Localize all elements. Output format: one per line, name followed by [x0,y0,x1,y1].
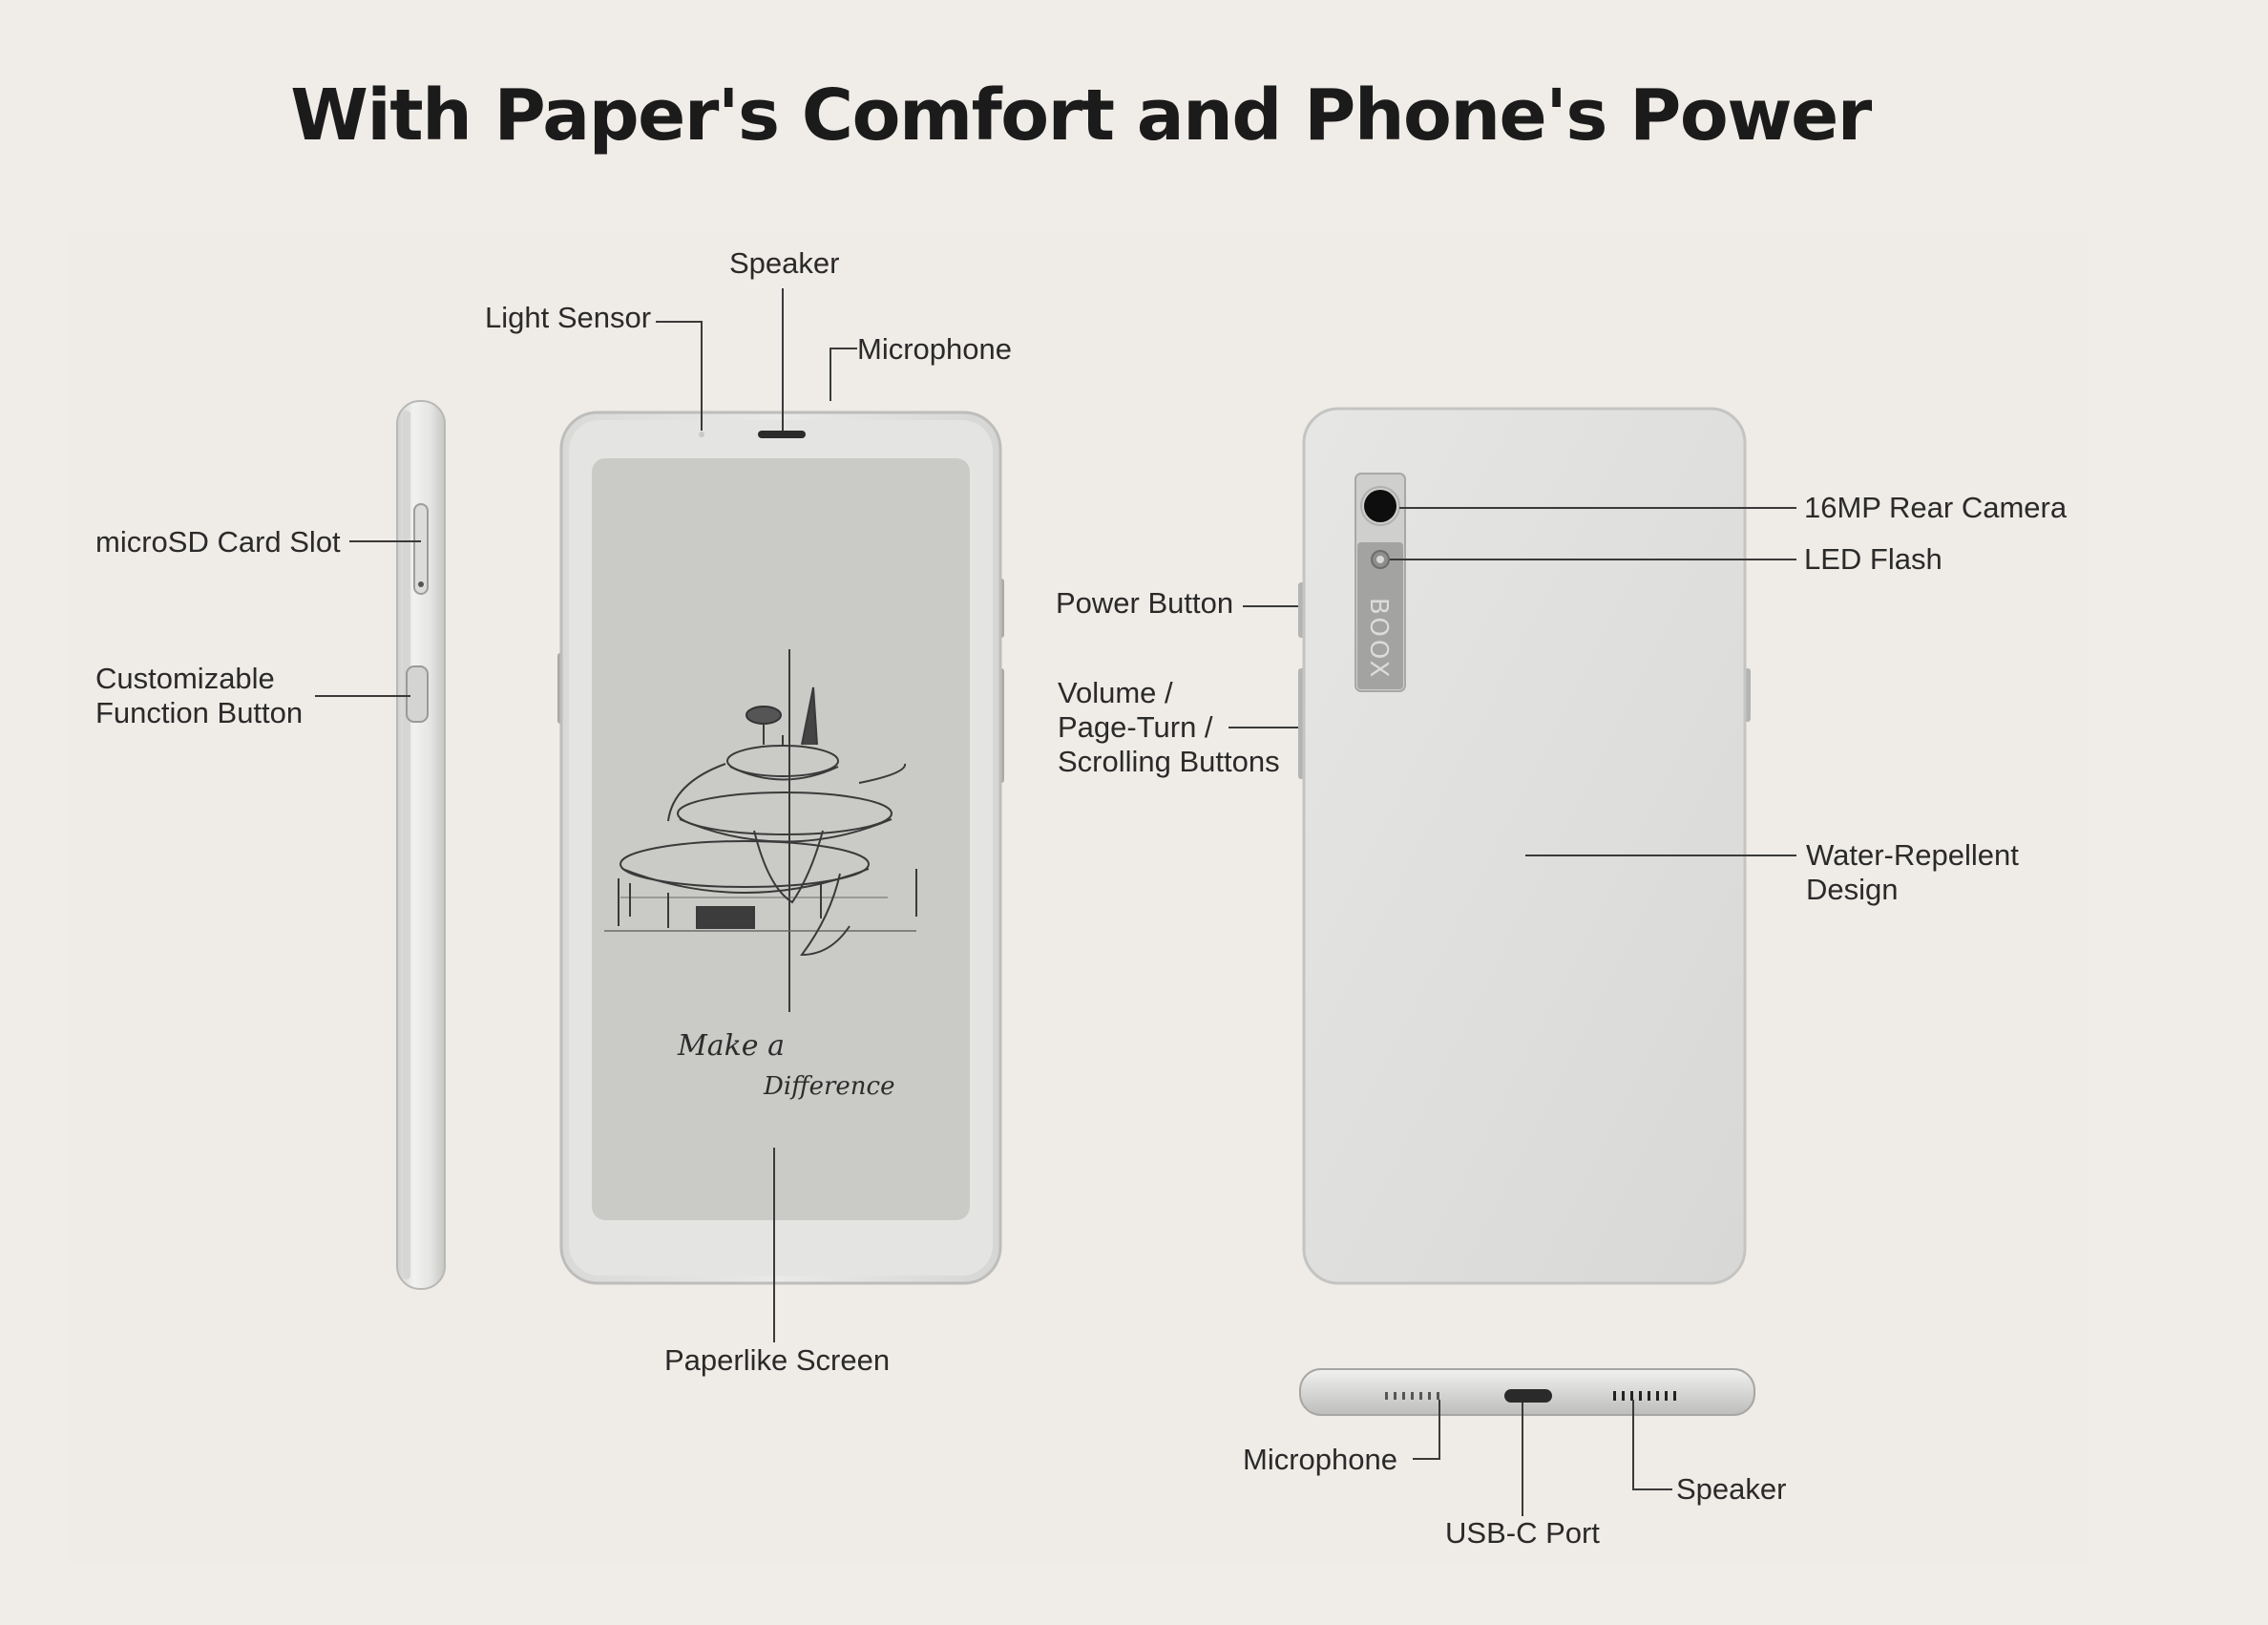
back-view-device [1298,407,1751,1285]
camera-module [1354,473,1406,692]
architecture-sketch [604,649,917,1012]
light-sensor-dot [699,432,704,437]
label-usb-c-port: USB-C Port [1445,1516,1600,1550]
side-view-device [396,400,446,1290]
microsd-card-slot [413,503,429,595]
label-speaker-bottom: Speaker [1676,1472,1787,1506]
label-customizable-line2: Function Button [95,696,304,729]
label-speaker-top: Speaker [729,246,840,280]
screen-script-line1: Make a [677,1029,785,1063]
label-microsd-card-slot: microSD Card Slot [95,525,341,559]
label-rear-camera: 16MP Rear Camera [1804,491,2068,524]
leader-lines [315,288,1796,1516]
label-microphone-bottom: Microphone [1243,1443,1397,1476]
label-volume-line1: Volume / [1058,676,1173,709]
label-power-button: Power Button [1056,586,1234,620]
label-led-flash: LED Flash [1804,542,1942,576]
label-light-sensor: Light Sensor [485,301,652,334]
earpiece-speaker [758,431,806,438]
page-title: With Paper's Comfort and Phone's Power [290,74,1872,157]
screen-script-line2: Difference [763,1072,894,1101]
label-microphone-top: Microphone [857,332,1012,366]
paperlike-screen [592,458,970,1220]
led-flash [1371,550,1390,569]
label-paperlike-screen: Paperlike Screen [664,1343,891,1377]
bottom-microphone-holes [1385,1392,1439,1400]
rear-camera-lens [1360,486,1400,526]
bottom-speaker-grille [1613,1391,1676,1401]
label-customizable-line1: Customizable [95,662,275,695]
label-volume-line2: Page-Turn / [1058,710,1213,744]
customizable-function-button [406,665,429,723]
boox-logo: BOOX [1364,598,1393,680]
label-water-repellent-line1: Water-Repellent [1806,838,2019,872]
usb-c-port [1504,1389,1552,1403]
label-volume-line3: Scrolling Buttons [1058,745,1280,778]
label-water-repellent-line2: Design [1806,873,1899,906]
